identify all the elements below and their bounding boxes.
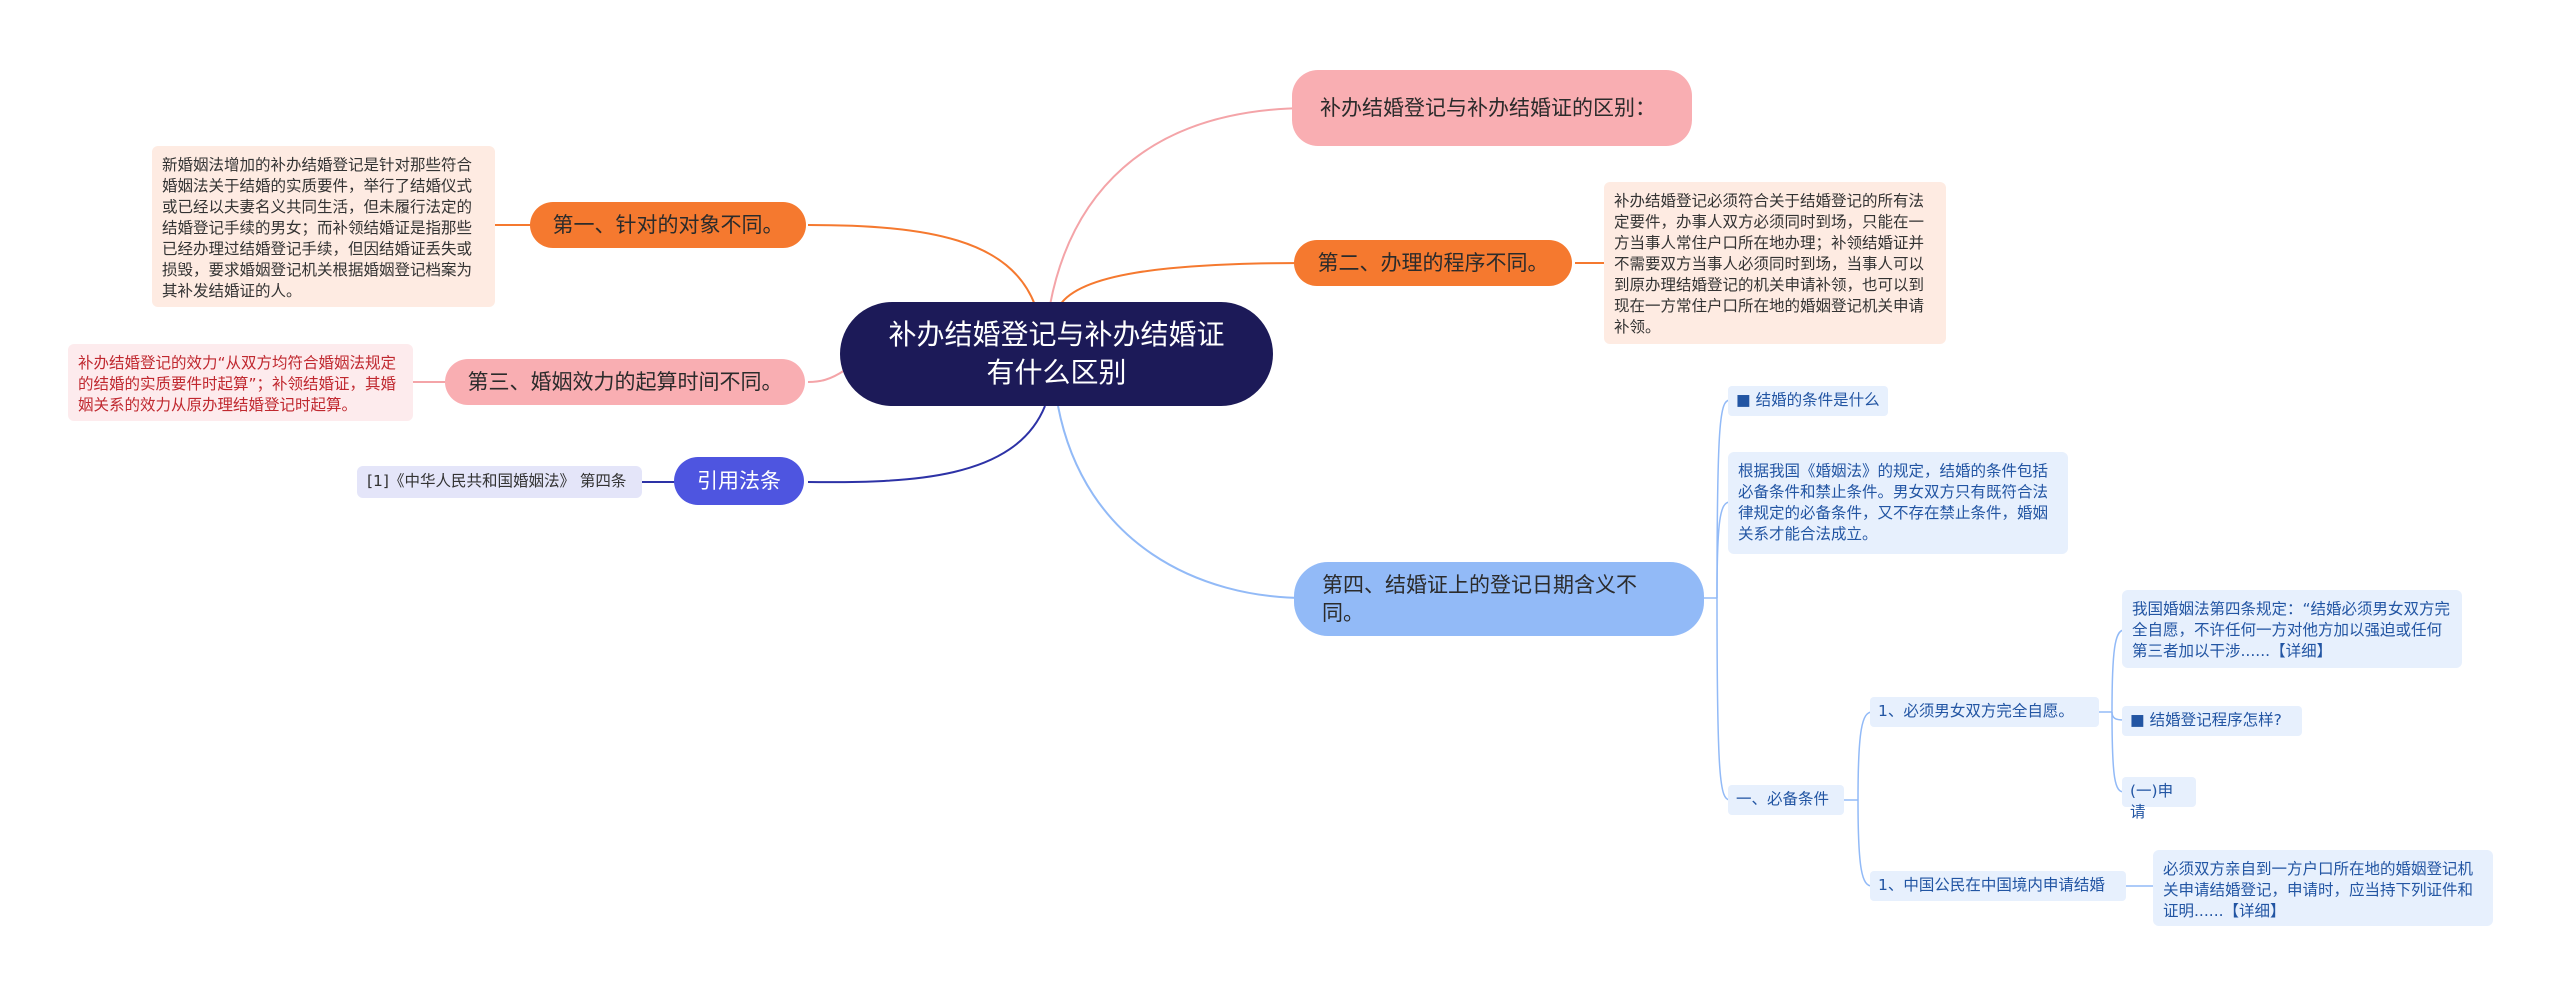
third-branch-label: 第三、婚姻效力的起算时间不同。 <box>467 370 783 394</box>
second-branch-node[interactable]: 第二、办理的程序不同。 <box>1294 240 1572 286</box>
law-branch-note-text: [1]《中华人民共和国婚姻法》 第四条 <box>367 472 627 490</box>
fourth-branch-node[interactable]: 第四、结婚证上的登记日期含义不同。 <box>1294 562 1704 636</box>
diff-title-label: 补办结婚登记与补办结婚证的区别： <box>1320 96 1656 120</box>
third-branch-note-text: 补办结婚登记的效力“从双方均符合婚姻法规定的结婚的实质要件时起算”；补领结婚证，… <box>78 354 397 414</box>
conditions-link[interactable]: ■ 结婚的条件是什么 <box>1728 386 1888 416</box>
second-branch-note: 补办结婚登记必须符合关于结婚登记的所有法定要件，办事人双方必须同时到场，只能在一… <box>1604 182 1946 344</box>
procedure-link-text: ■ 结婚登记程序怎样? <box>2130 711 2282 729</box>
first-branch-node[interactable]: 第一、针对的对象不同。 <box>530 202 806 248</box>
procedure-link[interactable]: ■ 结婚登记程序怎样? <box>2122 706 2302 736</box>
citizens-node[interactable]: 1、中国公民在中国境内申请结婚 <box>1870 871 2126 901</box>
link-voluntary-article4 <box>2111 629 2125 713</box>
link-central-first <box>807 224 1036 306</box>
citizens-label: 1、中国公民在中国境内申请结婚 <box>1878 876 2105 894</box>
required-conditions-label: 一、必备条件 <box>1736 790 1830 808</box>
law-branch-label: 引用法条 <box>697 469 781 493</box>
link-central-second <box>1059 262 1306 306</box>
required-conditions-node[interactable]: 一、必备条件 <box>1728 785 1844 815</box>
law-branch-note: [1]《中华人民共和国婚姻法》 第四条 <box>357 466 642 498</box>
link-voluntary-apply <box>2111 711 2125 793</box>
link-fourth-conditions-text <box>1716 501 1731 599</box>
link-required-citizens <box>1857 799 1873 887</box>
central-topic-title: 补办结婚登记与补办结婚证有什么区别 <box>888 318 1225 389</box>
article4-note[interactable]: 我国婚姻法第四条规定：“结婚必须男女双方完全自愿，不许任何一方对他方加以强迫或任… <box>2122 590 2462 668</box>
link-central-third <box>807 369 846 383</box>
conditions-link-text: ■ 结婚的条件是什么 <box>1736 391 1880 409</box>
third-branch-node[interactable]: 第三、婚姻效力的起算时间不同。 <box>445 359 805 405</box>
third-branch-note: 补办结婚登记的效力“从双方均符合婚姻法规定的结婚的实质要件时起算”；补领结婚证，… <box>68 344 413 421</box>
link-central-fourth <box>1057 405 1306 599</box>
diff-title-node[interactable]: 补办结婚登记与补办结婚证的区别： <box>1292 70 1692 146</box>
citizens-note[interactable]: 必须双方亲自到一方户口所在地的婚姻登记机关申请结婚登记，申请时，应当持下列证件和… <box>2153 850 2493 926</box>
second-branch-label: 第二、办理的程序不同。 <box>1317 251 1549 275</box>
link-fourth-conditions-link <box>1716 399 1731 599</box>
conditions-text: 根据我国《婚姻法》的规定，结婚的条件包括必备条件和禁止条件。男女双方只有既符合法… <box>1728 452 2068 554</box>
first-branch-note: 新婚姻法增加的补办结婚登记是针对那些符合婚姻法关于结婚的实质要件，举行了结婚仪式… <box>152 146 495 307</box>
voluntary-label: 1、必须男女双方完全自愿。 <box>1878 702 2074 720</box>
link-required-voluntary <box>1857 711 1873 801</box>
law-branch-node[interactable]: 引用法条 <box>674 457 804 505</box>
apply-label: (一)申请 <box>2130 782 2174 821</box>
conditions-text-body: 根据我国《婚姻法》的规定，结婚的条件包括必备条件和禁止条件。男女双方只有既符合法… <box>1738 462 2049 543</box>
fourth-branch-label: 第四、结婚证上的登记日期含义不同。 <box>1322 573 1637 625</box>
second-branch-note-text: 补办结婚登记必须符合关于结婚登记的所有法定要件，办事人双方必须同时到场，只能在一… <box>1614 192 1925 336</box>
voluntary-node[interactable]: 1、必须男女双方完全自愿。 <box>1870 697 2099 727</box>
article4-note-text: 我国婚姻法第四条规定：“结婚必须男女双方完全自愿，不许任何一方对他方加以强迫或任… <box>2132 600 2451 660</box>
apply-node[interactable]: (一)申请 <box>2122 777 2196 821</box>
link-fourth-required <box>1716 597 1731 801</box>
central-topic[interactable]: 补办结婚登记与补办结婚证有什么区别 <box>840 302 1273 406</box>
link-central-law <box>807 405 1046 484</box>
first-branch-note-text: 新婚姻法增加的补办结婚登记是针对那些符合婚姻法关于结婚的实质要件，举行了结婚仪式… <box>162 156 473 300</box>
link-central-diff-title <box>1049 107 1306 306</box>
citizens-note-text: 必须双方亲自到一方户口所在地的婚姻登记机关申请结婚登记，申请时，应当持下列证件和… <box>2163 860 2474 920</box>
first-branch-label: 第一、针对的对象不同。 <box>552 213 784 237</box>
